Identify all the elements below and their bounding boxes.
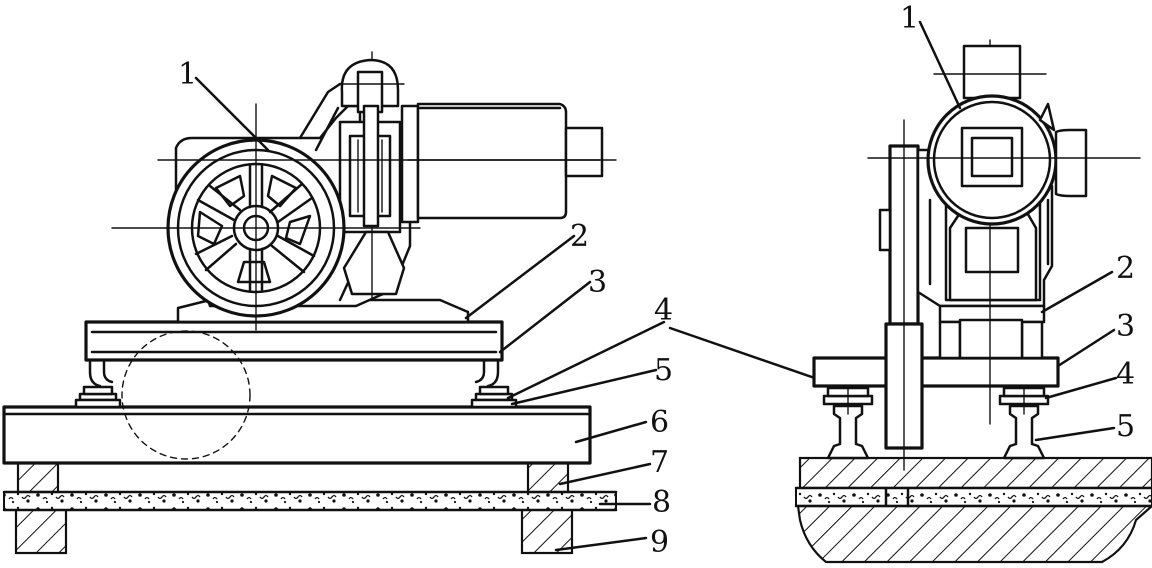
left-motor xyxy=(400,102,617,224)
left-base-frame xyxy=(84,320,504,388)
right-callout-1: 1 xyxy=(900,1,919,36)
left-callout-3: 3 xyxy=(588,265,607,300)
left-brake-dome xyxy=(339,58,405,228)
right-callout-3: 3 xyxy=(1116,309,1135,344)
right-base-frame xyxy=(812,356,1060,388)
right-traction-sheave xyxy=(878,119,924,471)
left-bearing-pad xyxy=(16,460,570,494)
left-callout-7: 7 xyxy=(650,445,669,480)
right-callout-4: 4 xyxy=(1116,357,1135,392)
left-callout-4: 4 xyxy=(654,293,673,328)
right-side-view: 1 2 3 4 5 xyxy=(794,1,1152,564)
left-traction-sheave xyxy=(111,103,601,331)
right-callout-5: 5 xyxy=(1116,409,1135,444)
left-main-beam xyxy=(2,405,592,465)
right-ground xyxy=(794,456,1152,564)
right-rail xyxy=(826,404,1046,460)
left-support-beam xyxy=(14,503,574,555)
left-floor-slab xyxy=(2,490,618,512)
right-leader-lines xyxy=(918,20,1118,442)
left-callout-2: 2 xyxy=(570,219,589,254)
left-sheave-outline xyxy=(121,330,251,460)
left-callout-5: 5 xyxy=(654,353,673,388)
left-callout-8: 8 xyxy=(652,485,671,520)
right-callout-2: 2 xyxy=(1116,251,1135,286)
right-vibration-isolator xyxy=(822,383,1050,415)
right-motor xyxy=(867,44,1141,226)
left-callout-9: 9 xyxy=(650,525,669,560)
left-leader-lines xyxy=(194,76,666,552)
shared-leader-4 xyxy=(668,326,834,386)
left-callout-6: 6 xyxy=(650,405,669,440)
left-side-view: 1 2 3 4 5 6 7 8 9 xyxy=(2,51,673,560)
left-vibration-isolator xyxy=(74,385,518,409)
left-callout-1: 1 xyxy=(178,57,197,92)
